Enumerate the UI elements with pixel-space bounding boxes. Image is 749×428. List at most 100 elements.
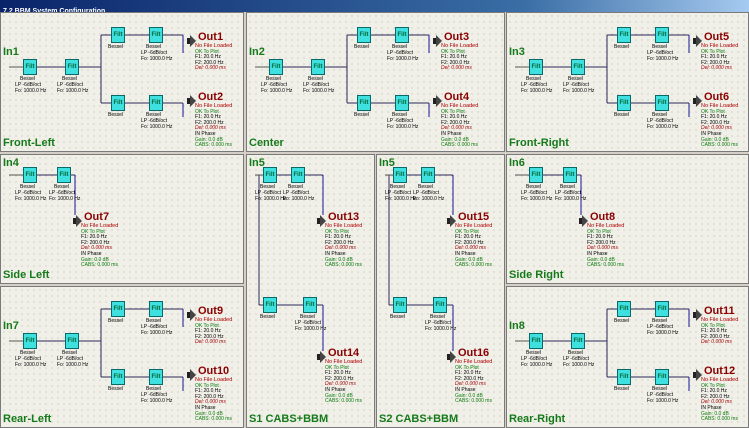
- filter-button[interactable]: Filt: [111, 27, 125, 43]
- filter-button[interactable]: Filt: [291, 167, 305, 183]
- filter-button[interactable]: Filt: [571, 333, 585, 349]
- filter-button[interactable]: Filt: [149, 369, 163, 385]
- title-bar: 7.2 BBM System Configuration: [0, 0, 749, 15]
- filter-button[interactable]: Filt: [655, 301, 669, 317]
- filter-button[interactable]: Filt: [57, 167, 71, 183]
- speaker-cone: [190, 95, 196, 107]
- filter-button[interactable]: Filt: [23, 333, 37, 349]
- filter-button[interactable]: Filt: [269, 59, 283, 75]
- channel-label: Rear-Left: [3, 413, 52, 425]
- output-info-in-phase: IN Phase: [701, 130, 722, 137]
- output-name[interactable]: Out15: [458, 211, 490, 223]
- filter-button[interactable]: Filt: [529, 333, 543, 349]
- filter-type-label: Bessel: [354, 112, 370, 118]
- filter-type-label: Bessel: [560, 184, 576, 190]
- output-info-del: Del: 0.000 ms: [81, 245, 112, 252]
- output-name[interactable]: Out7: [84, 211, 110, 223]
- filter-button[interactable]: Filt: [655, 27, 669, 43]
- output-info-ok-to-plot: OK To Plot: [195, 108, 219, 115]
- output-name[interactable]: Out11: [704, 305, 735, 317]
- filter-button[interactable]: Filt: [111, 301, 125, 317]
- filter-button[interactable]: Filt: [617, 301, 631, 317]
- filter-button[interactable]: Filt: [357, 27, 371, 43]
- output-name[interactable]: Out9: [198, 305, 224, 317]
- speaker-body: [187, 372, 191, 378]
- output-name[interactable]: Out5: [704, 31, 730, 43]
- output-info-cabs: CABS: 0.000 ms: [701, 416, 738, 423]
- filter-button[interactable]: Filt: [655, 95, 669, 111]
- filter-button[interactable]: Filt: [571, 59, 585, 75]
- output-name[interactable]: Out16: [458, 347, 490, 359]
- filter-button[interactable]: Filt: [357, 95, 371, 111]
- output-name[interactable]: Out12: [704, 365, 736, 377]
- speaker-body: [693, 312, 697, 318]
- filter-button[interactable]: Filt: [149, 27, 163, 43]
- output-name[interactable]: Out3: [444, 31, 470, 43]
- filter-button[interactable]: Filt: [311, 59, 325, 75]
- output-info-ok-to-plot: OK To Plot: [195, 322, 219, 329]
- filter-button[interactable]: Filt: [65, 59, 79, 75]
- filter-type-label: Bessel: [146, 44, 162, 50]
- output-info-cabs: CABS: 0.000 ms: [455, 262, 492, 269]
- filter-slope-label: LP -6dB/oct: [255, 190, 282, 196]
- output-name[interactable]: Out13: [328, 211, 360, 223]
- output-info-ok-to-plot: OK To Plot: [441, 108, 465, 115]
- output-info-ok-to-plot: OK To Plot: [455, 228, 479, 235]
- filter-button[interactable]: Filt: [23, 167, 37, 183]
- filter-button[interactable]: Filt: [529, 59, 543, 75]
- speaker-body: [579, 218, 583, 224]
- filter-slope-label: LP -6dB/oct: [563, 356, 590, 362]
- filter-button[interactable]: Filt: [617, 369, 631, 385]
- speaker-icon: [433, 35, 442, 47]
- filter-button[interactable]: Filt: [393, 297, 407, 313]
- filter-button[interactable]: Filt: [263, 297, 277, 313]
- filter-button[interactable]: Filt: [23, 59, 37, 75]
- filter-type-label: Bessel: [108, 44, 124, 50]
- filter-button[interactable]: Filt: [563, 167, 577, 183]
- channel-label: Side Left: [3, 269, 50, 281]
- output-name[interactable]: Out6: [704, 91, 730, 103]
- filter-type-label: Bessel: [430, 314, 446, 320]
- output-name[interactable]: Out14: [328, 347, 360, 359]
- filter-button[interactable]: Filt: [149, 301, 163, 317]
- filter-slope-label: LP -6dB/oct: [521, 190, 548, 196]
- output-info-no-file: No File Loaded: [701, 377, 739, 383]
- filter-slope-label: LP -6dB/oct: [385, 190, 412, 196]
- filter-button[interactable]: Filt: [111, 369, 125, 385]
- filter-freq-label: Fo: 1000.0 Hz: [57, 88, 89, 94]
- filter-button[interactable]: Filt: [303, 297, 317, 313]
- output-info-f1: F1: 20.0 Hz: [325, 370, 351, 377]
- filter-button[interactable]: Filt: [655, 369, 669, 385]
- output-info-no-file: No File Loaded: [587, 223, 625, 229]
- filter-button[interactable]: Filt: [421, 167, 435, 183]
- filter-slope-label: LP -6dB/oct: [521, 82, 548, 88]
- filter-button[interactable]: Filt: [617, 27, 631, 43]
- filter-button[interactable]: Filt: [395, 95, 409, 111]
- output-info-no-file: No File Loaded: [195, 377, 233, 383]
- output-name[interactable]: Out8: [590, 211, 616, 223]
- filter-button[interactable]: Filt: [433, 297, 447, 313]
- output-name[interactable]: Out2: [198, 91, 224, 103]
- filter-button[interactable]: Filt: [617, 95, 631, 111]
- filter-button[interactable]: Filt: [263, 167, 277, 183]
- filter-button[interactable]: Filt: [395, 27, 409, 43]
- output-info-f2: F2: 200.0 Hz: [195, 333, 224, 340]
- speaker-icon: [317, 351, 326, 363]
- filter-button[interactable]: Filt: [529, 167, 543, 183]
- output-name[interactable]: Out1: [198, 31, 224, 43]
- output-info-gain: Gain: 0.0 dB: [587, 256, 615, 263]
- output-info-f2: F2: 200.0 Hz: [701, 59, 730, 66]
- output-info-ok-to-plot: OK To Plot: [81, 228, 105, 235]
- filter-button[interactable]: Filt: [65, 333, 79, 349]
- filter-button[interactable]: Filt: [149, 95, 163, 111]
- filter-button[interactable]: Filt: [111, 95, 125, 111]
- filter-button[interactable]: Filt: [393, 167, 407, 183]
- output-name[interactable]: Out10: [198, 365, 230, 377]
- filter-slope-label: LP -6dB/oct: [387, 118, 414, 124]
- input-label: In3: [509, 46, 525, 58]
- output-name[interactable]: Out4: [444, 91, 470, 103]
- filter-freq-label: Fo: 1000.0 Hz: [15, 88, 47, 94]
- output-info-f2: F2: 200.0 Hz: [195, 119, 224, 126]
